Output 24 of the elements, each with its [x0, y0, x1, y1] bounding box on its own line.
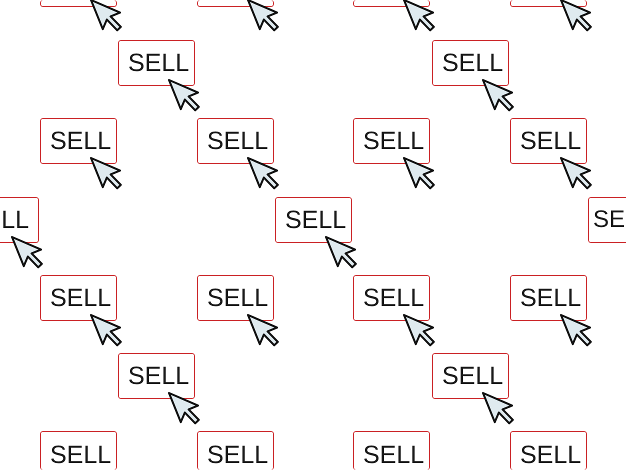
button-label: LL: [1, 208, 29, 232]
button-label: SELL: [207, 443, 268, 468]
button-label: SELL: [207, 128, 268, 154]
button-label: SELL: [442, 364, 504, 388]
button-label: SELL: [128, 364, 190, 388]
button-label: SELL: [520, 286, 582, 310]
button-label: SELL: [128, 50, 190, 76]
button-label: SELL: [363, 128, 424, 154]
button-label: SELL: [50, 443, 112, 468]
button-label: SELL: [520, 128, 582, 154]
sell-button: [197, 431, 274, 470]
sell-button: [353, 431, 430, 470]
button-label: SELL: [285, 208, 346, 232]
button-label: SE: [593, 208, 626, 232]
button-label: SELL: [520, 443, 582, 468]
button-label: SELL: [50, 128, 112, 154]
button-label: SELL: [363, 286, 424, 310]
sell-button: [588, 197, 626, 243]
button-label: SELL: [363, 443, 424, 468]
button-label: SELL: [207, 286, 268, 310]
sell-button: [40, 431, 117, 470]
button-label: SELL: [50, 286, 112, 310]
button-label: SELL: [442, 50, 504, 76]
sell-button: [510, 431, 587, 470]
